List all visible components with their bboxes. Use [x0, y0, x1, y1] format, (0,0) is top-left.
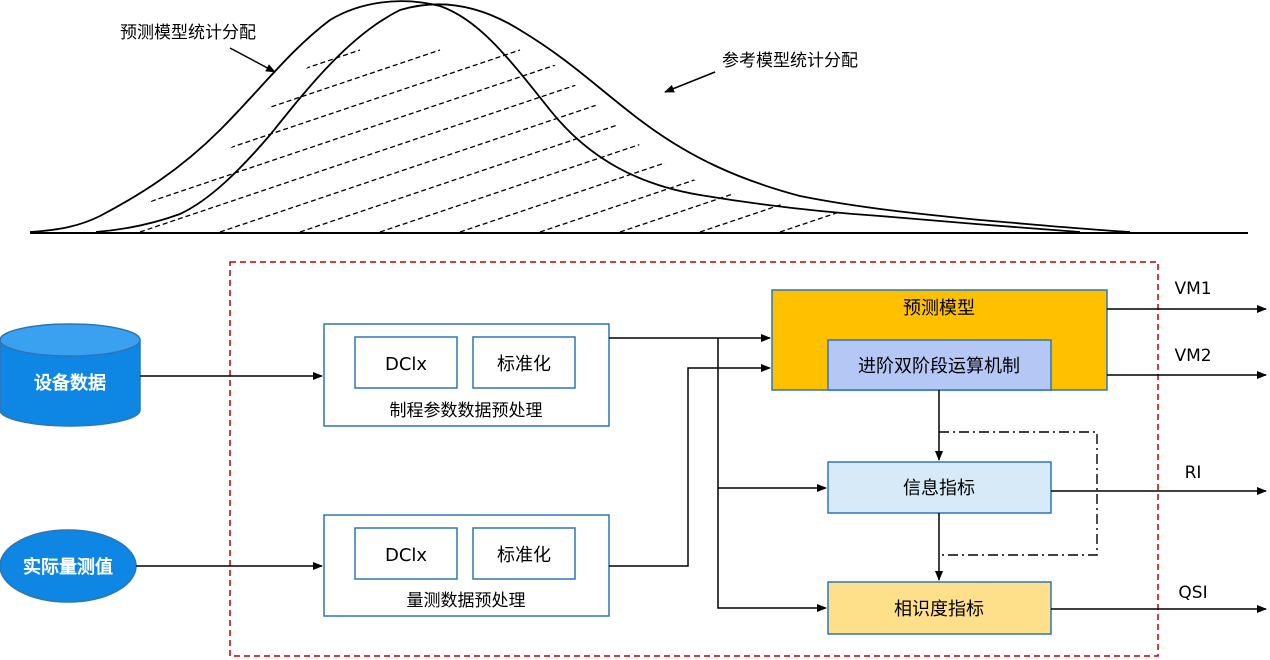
equipment-data-label: 设备数据 — [34, 372, 106, 394]
reference-label-pointer — [664, 71, 716, 93]
overlap-hatching — [96, 49, 1120, 233]
vm2-label: VM2 — [1174, 346, 1211, 366]
measurement-normalize-label: 标准化 — [497, 545, 551, 566]
actual-measurement-ellipse: 实际量测值 — [0, 529, 137, 603]
ri-label: RI — [1185, 463, 1202, 483]
distribution-chart: 预测模型统计分配 参考模型统计分配 — [29, 0, 1248, 234]
reference-distribution-curve — [95, 3, 1131, 233]
measurement-normalize-box — [472, 527, 576, 580]
similarity-index-box: 相识度指标 — [827, 581, 1052, 635]
process-dclx-box — [354, 336, 458, 389]
info-index-label: 信息指标 — [903, 478, 975, 499]
reference-distribution-label: 参考模型统计分配 — [722, 51, 858, 71]
predicted-distribution-label: 预测模型统计分配 — [120, 23, 256, 43]
feedback-loop-line — [939, 431, 1098, 556]
predicted-distribution-curve — [29, 0, 1081, 233]
qsi-label: QSI — [1178, 583, 1207, 603]
prediction-model-title: 预测模型 — [903, 298, 975, 319]
measurement-to-model-arrow — [609, 364, 771, 567]
system-boundary-frame — [229, 261, 1159, 657]
predicted-label-pointer — [229, 47, 276, 73]
mechanism-box — [827, 339, 1052, 391]
vm1-label: VM1 — [1174, 279, 1211, 299]
prediction-model-box: 预测模型 进阶双阶段运算机制 — [771, 289, 1108, 391]
measurement-preprocess-title: 量测数据预处理 — [407, 591, 526, 611]
info-index-box: 信息指标 — [827, 461, 1052, 514]
similarity-index-label: 相识度指标 — [894, 599, 984, 620]
process-normalize-box — [472, 336, 576, 389]
measurement-dclx-label: DClx — [385, 545, 427, 566]
measurement-dclx-box — [354, 527, 458, 580]
mechanism-label: 进阶双阶段运算机制 — [858, 356, 1020, 377]
process-params-preprocess-box: DClx 标准化 制程参数数据预处理 — [323, 323, 610, 427]
actual-measurement-label: 实际量测值 — [23, 556, 113, 578]
process-normalize-label: 标准化 — [497, 354, 551, 375]
measurement-preprocess-box: DClx 标准化 量测数据预处理 — [323, 514, 610, 617]
process-params-title: 制程参数数据预处理 — [390, 401, 543, 421]
equipment-data-cylinder: 设备数据 — [0, 323, 141, 427]
process-dclx-label: DClx — [385, 354, 427, 375]
process-to-similarity-arrow — [717, 338, 827, 612]
